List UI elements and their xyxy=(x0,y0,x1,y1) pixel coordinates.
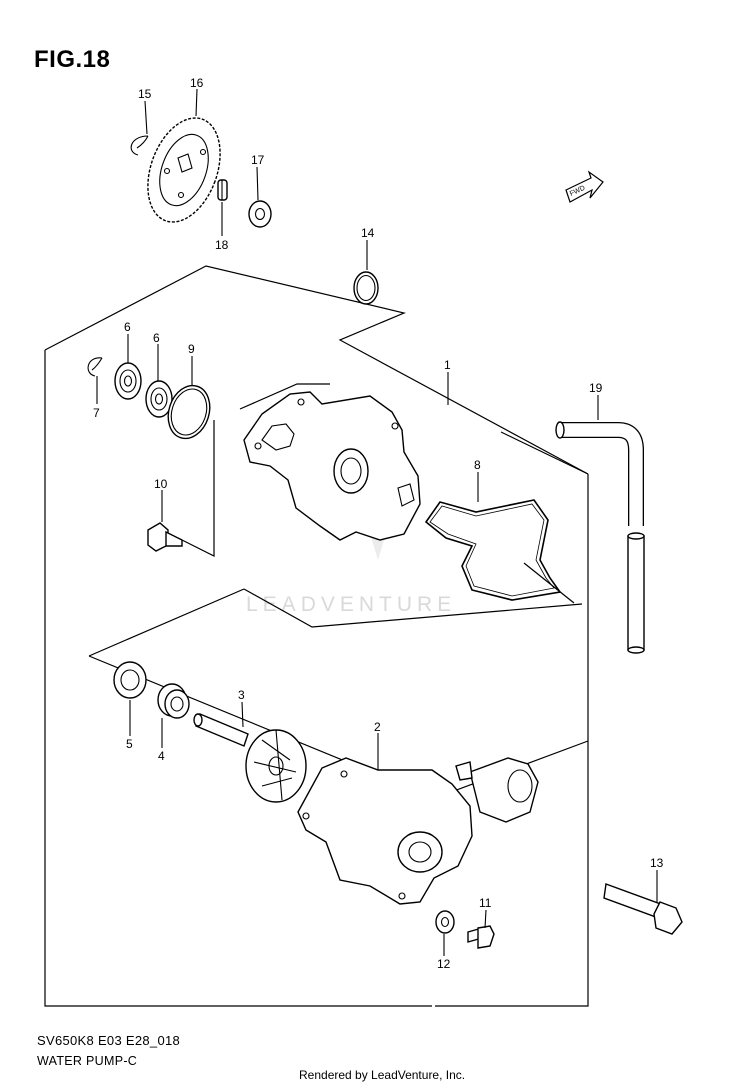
figure-name: WATER PUMP-C xyxy=(37,1054,138,1068)
gasket xyxy=(424,499,562,601)
circlip-upper xyxy=(130,135,149,156)
callout-3: 3 xyxy=(238,688,245,702)
bearing-rear xyxy=(145,380,173,418)
callout-15: 15 xyxy=(138,87,152,101)
callout-6b: 6 xyxy=(153,331,160,345)
callout-8: 8 xyxy=(474,458,481,472)
callouts: 15 16 17 18 14 6 6 9 7 10 1 8 19 3 2 5 4… xyxy=(93,76,664,971)
bearing-front xyxy=(114,362,142,400)
figure-title: FIG.18 xyxy=(34,46,111,73)
callout-19: 19 xyxy=(589,381,603,395)
figure-code: SV650K8 E03 E28_018 xyxy=(37,1033,181,1048)
bolt-cover xyxy=(467,925,495,949)
o-ring-upper xyxy=(353,271,379,305)
callout-5: 5 xyxy=(126,737,133,751)
rendered-by-credit: Rendered by LeadVenture, Inc. xyxy=(299,1068,466,1082)
callout-4: 4 xyxy=(158,749,165,763)
callout-11: 11 xyxy=(479,896,492,910)
circlip-lower xyxy=(87,357,103,377)
mechanical-seal xyxy=(157,683,190,719)
callout-17: 17 xyxy=(251,153,265,167)
pump-drive-sprocket xyxy=(147,117,221,223)
callout-13: 13 xyxy=(650,856,664,870)
gasket-inner-edge xyxy=(429,503,555,597)
callout-2: 2 xyxy=(374,720,381,734)
callout-18: 18 xyxy=(215,238,229,252)
fwd-arrow-icon: FWD xyxy=(565,170,604,203)
bolt-case xyxy=(147,522,183,552)
callout-16: 16 xyxy=(190,76,204,90)
watermark-text: LEADVENTURE xyxy=(246,593,456,616)
callout-1: 1 xyxy=(444,358,451,372)
pump-case xyxy=(243,391,421,541)
hose xyxy=(555,421,645,654)
washer-lower xyxy=(435,910,455,934)
oil-seal xyxy=(113,661,147,699)
callout-9: 9 xyxy=(188,342,195,356)
callout-10: 10 xyxy=(154,477,168,491)
washer-upper xyxy=(248,200,272,228)
callout-6a: 6 xyxy=(124,320,131,334)
upper-assembly-frame xyxy=(44,265,589,1007)
callout-12: 12 xyxy=(437,957,451,971)
callout-14: 14 xyxy=(361,226,375,240)
bolt-long xyxy=(603,883,683,935)
leader-lines xyxy=(96,88,658,956)
impeller-shaft xyxy=(193,713,307,803)
callout-7: 7 xyxy=(93,406,100,420)
pump-cover xyxy=(297,757,539,905)
o-ring-case xyxy=(167,384,211,440)
pin xyxy=(217,179,228,201)
